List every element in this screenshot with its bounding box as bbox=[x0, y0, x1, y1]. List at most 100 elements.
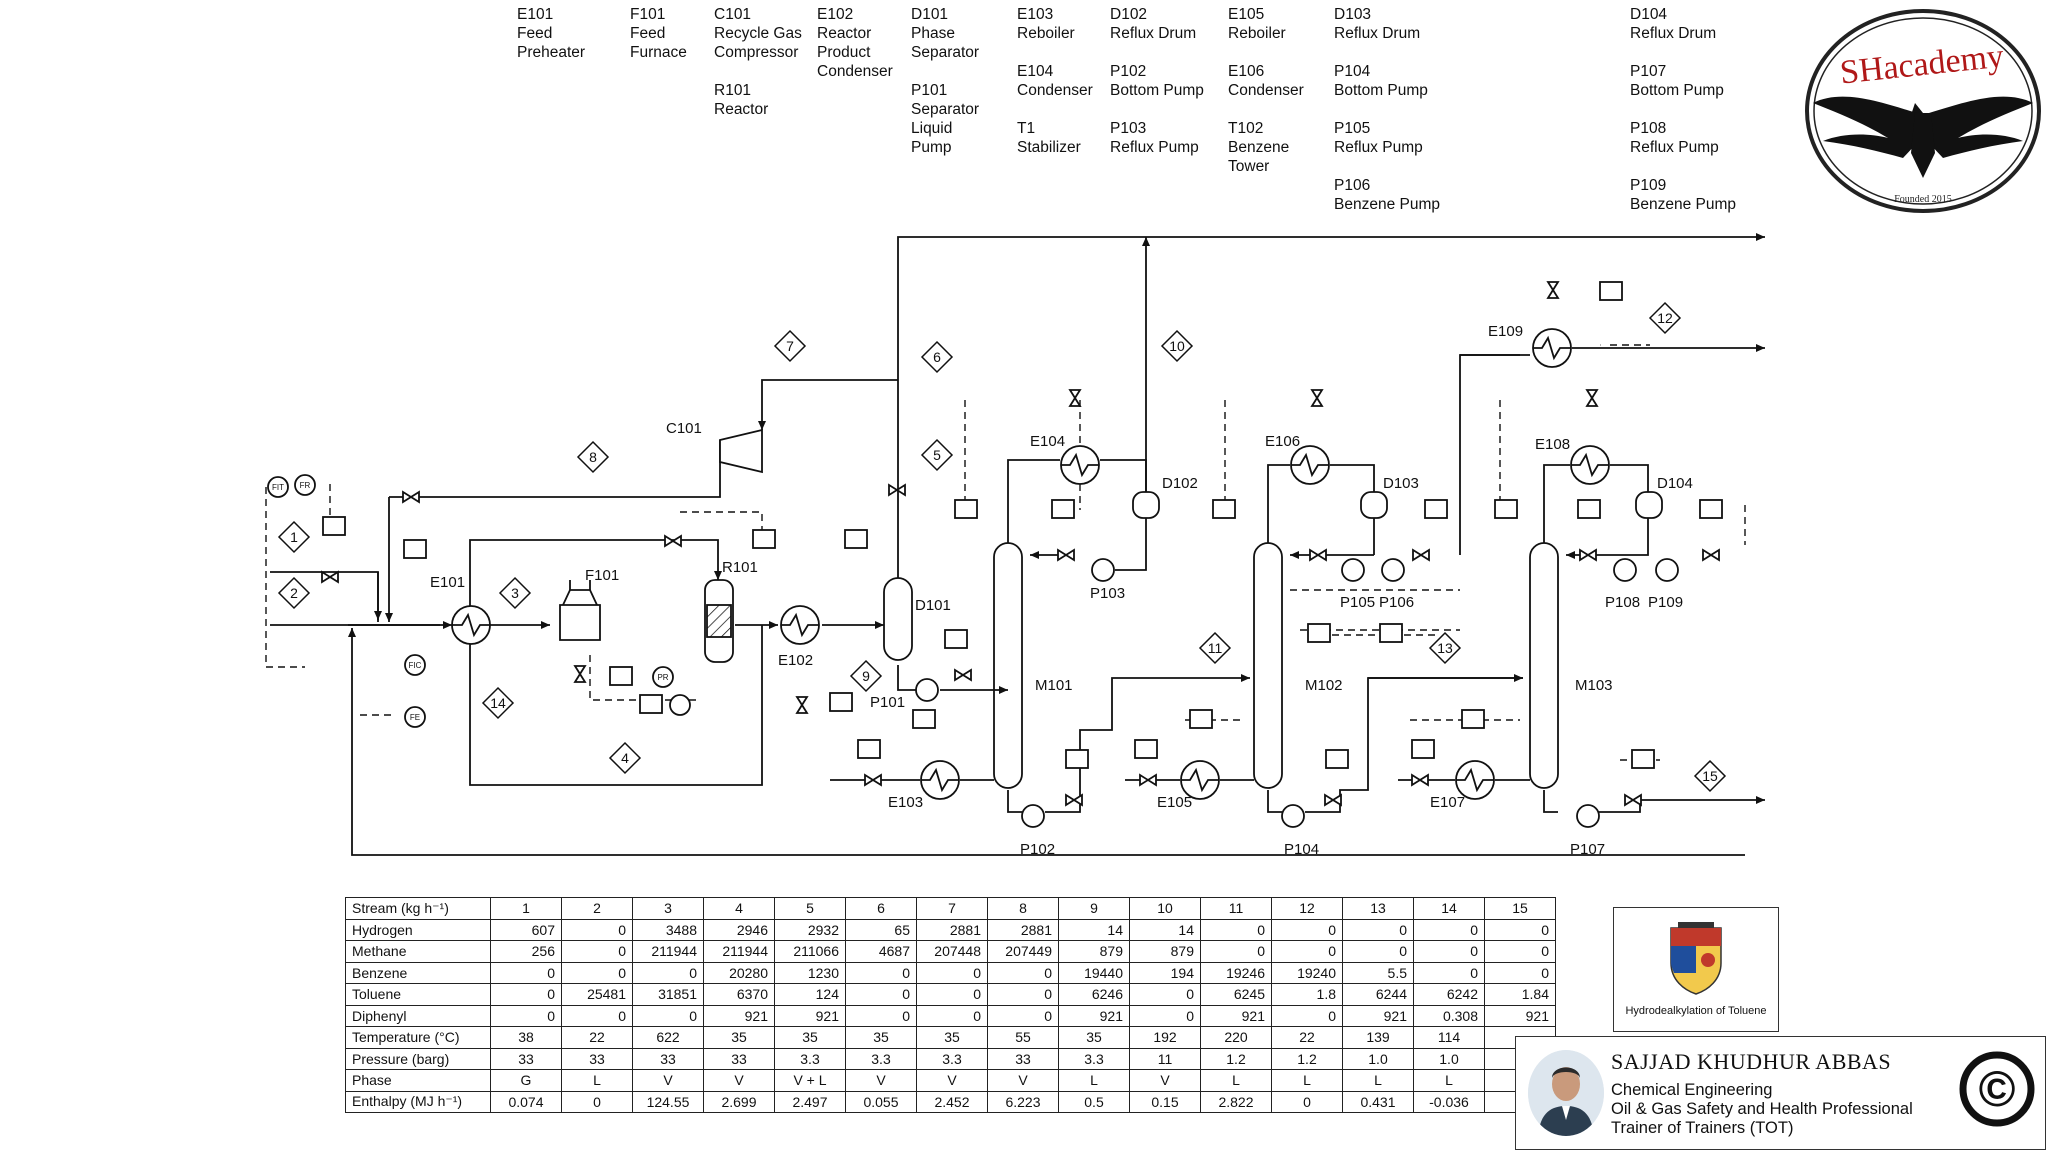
table-cell: 1.2 bbox=[1271, 1047, 1343, 1070]
label-p106: P106 bbox=[1379, 594, 1414, 611]
stream-table-col-header: 5 bbox=[774, 897, 846, 920]
table-cell: 1.0 bbox=[1413, 1047, 1485, 1070]
legend-line: Tower bbox=[1228, 158, 1270, 175]
table-cell: 921 bbox=[774, 1004, 846, 1027]
stream-table-col-header: 11 bbox=[1200, 897, 1272, 920]
label-e102: E102 bbox=[778, 652, 813, 669]
stream-tag-13 bbox=[1428, 631, 1462, 665]
table-cell: 3.3 bbox=[774, 1047, 846, 1070]
instrument-fic: FIC bbox=[409, 661, 422, 670]
table-cell: L bbox=[1200, 1069, 1272, 1092]
label-m103: M103 bbox=[1575, 677, 1613, 694]
legend-line: E106 bbox=[1228, 63, 1265, 80]
legend-line: C101 bbox=[714, 6, 752, 23]
stream-table-col-header: 14 bbox=[1413, 897, 1485, 920]
author-photo bbox=[1528, 1050, 1604, 1136]
table-cell: 0 bbox=[561, 1090, 633, 1113]
d103-drum bbox=[1360, 491, 1388, 519]
instrument-boxes bbox=[322, 281, 1723, 769]
stream-tag-9 bbox=[849, 659, 883, 693]
label-d101: D101 bbox=[915, 597, 951, 614]
p102-pump bbox=[1021, 804, 1045, 828]
table-cell: 879 bbox=[1129, 940, 1201, 963]
table-cell: 1.84 bbox=[1484, 983, 1556, 1006]
table-cell: 33 bbox=[632, 1047, 704, 1070]
row-label: Methane bbox=[345, 940, 491, 963]
table-cell: 35 bbox=[845, 1026, 917, 1049]
legend-line: Stabilizer bbox=[1017, 139, 1081, 156]
legend-line: T1 bbox=[1017, 120, 1036, 137]
table-cell: 0 bbox=[1200, 940, 1272, 963]
legend-line: Phase bbox=[911, 25, 955, 42]
legend-line: P106 bbox=[1334, 177, 1371, 194]
row-label: Phase bbox=[345, 1069, 491, 1092]
stream-tag-1 bbox=[277, 520, 311, 554]
table-cell: 1.0 bbox=[1342, 1047, 1414, 1070]
label-e106: E106 bbox=[1265, 433, 1300, 450]
legend-line: Pump bbox=[911, 139, 952, 156]
legend-line: Benzene Pump bbox=[1334, 196, 1440, 213]
label-m102: M102 bbox=[1305, 677, 1343, 694]
table-cell: 6244 bbox=[1342, 983, 1414, 1006]
stream-tag-4 bbox=[608, 741, 642, 775]
stream-tag-11 bbox=[1198, 631, 1232, 665]
table-cell: 0.074 bbox=[490, 1090, 562, 1113]
legend-line: Separator bbox=[911, 44, 980, 61]
label-e103: E103 bbox=[888, 794, 923, 811]
table-cell: V bbox=[703, 1069, 775, 1092]
label-e105: E105 bbox=[1157, 794, 1192, 811]
svg-text:©: © bbox=[1979, 1061, 2016, 1117]
stream-tag-8 bbox=[576, 440, 610, 474]
table-cell: 2.822 bbox=[1200, 1090, 1272, 1113]
stream-tag-label-15: 15 bbox=[1702, 768, 1718, 784]
table-cell: 0 bbox=[987, 983, 1059, 1006]
p106-pump bbox=[1381, 558, 1405, 582]
legend-line: R101 bbox=[714, 82, 752, 99]
table-cell: 11 bbox=[1129, 1047, 1201, 1070]
stream-tag-12 bbox=[1648, 301, 1682, 335]
label-p101: P101 bbox=[870, 694, 905, 711]
table-cell: 2.699 bbox=[703, 1090, 775, 1113]
table-cell: 3.3 bbox=[845, 1047, 917, 1070]
legend-line: Compressor bbox=[714, 44, 799, 61]
stream-table-col-header: 13 bbox=[1342, 897, 1414, 920]
legend-line: Reflux Pump bbox=[1334, 139, 1423, 156]
table-cell: 3.3 bbox=[1058, 1047, 1130, 1070]
stream-tag-label-5: 5 bbox=[933, 447, 941, 463]
row-label: Pressure (barg) bbox=[345, 1047, 491, 1070]
legend-line: E104 bbox=[1017, 63, 1054, 80]
stream-tag-label-6: 6 bbox=[933, 349, 941, 365]
legend-line: Reflux Drum bbox=[1334, 25, 1421, 42]
table-cell: 35 bbox=[1058, 1026, 1130, 1049]
legend-line: Liquid bbox=[911, 120, 953, 137]
legend-line: Condenser bbox=[1017, 82, 1093, 99]
table-cell: 2881 bbox=[987, 918, 1059, 941]
title-box: Hydrodealkylation of Toluene bbox=[1613, 907, 1779, 1032]
instrument-fe: FE bbox=[410, 713, 420, 722]
stream-tag-label-8: 8 bbox=[589, 449, 597, 465]
shacademy-logo: SHacademy Founded 2015 bbox=[1802, 5, 2044, 217]
table-cell: 5.5 bbox=[1342, 961, 1414, 984]
table-cell: 0 bbox=[916, 961, 988, 984]
legend-line: Reactor bbox=[714, 101, 769, 118]
label-e109: E109 bbox=[1488, 323, 1523, 340]
table-cell: 0 bbox=[987, 961, 1059, 984]
stream-table-col-header: 2 bbox=[561, 897, 633, 920]
stream-tag-label-2: 2 bbox=[290, 585, 298, 601]
table-cell: 207449 bbox=[987, 940, 1059, 963]
stream-table-col-header: 6 bbox=[845, 897, 917, 920]
table-cell: 0.431 bbox=[1342, 1090, 1414, 1113]
table-cell: 0 bbox=[1271, 940, 1343, 963]
stream-tag-label-12: 12 bbox=[1657, 310, 1673, 326]
table-cell: L bbox=[1058, 1069, 1130, 1092]
